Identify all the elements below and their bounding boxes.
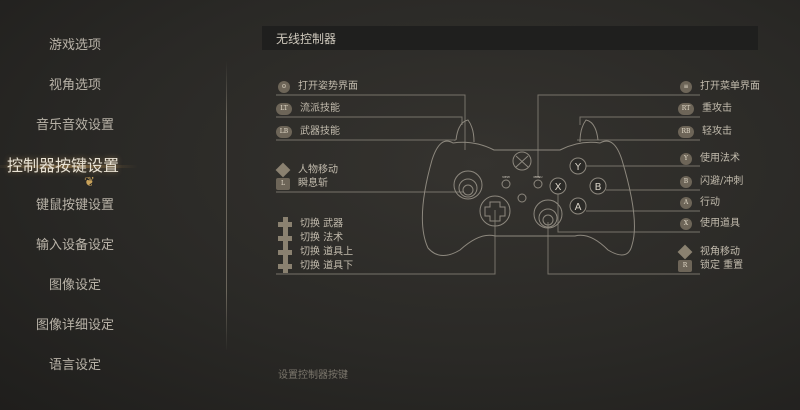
sidebar-item-game-options[interactable]: 游戏选项 [48, 38, 101, 53]
binding-light-attack[interactable]: RB 轻攻击 [678, 125, 732, 139]
binding-use-spell[interactable]: Y 使用法术 [680, 152, 740, 166]
dpad-left-icon [278, 231, 292, 245]
a-button-icon: A [680, 196, 692, 209]
connector-lines [276, 94, 700, 275]
binding-label: 切换 道具上 [300, 246, 354, 258]
x-button-icon: X [680, 217, 692, 230]
binding-school-skill[interactable]: LT 流派技能 [276, 102, 340, 116]
sidebar-item-graphics[interactable]: 图像设定 [48, 278, 101, 293]
section-title: 无线控制器 [276, 32, 337, 46]
binding-action[interactable]: A 行动 [680, 196, 720, 210]
binding-camera-move[interactable]: 视角移动 [677, 244, 740, 260]
binding-heavy-attack[interactable]: RT 重攻击 [678, 102, 732, 116]
controller-outline [421, 119, 635, 256]
x-button-label: X [555, 182, 562, 193]
binding-switch-weapon[interactable]: 切换 武器 [278, 217, 343, 231]
menu-button-icon: ≡ [680, 80, 692, 93]
rt-button-icon: RT [678, 102, 694, 115]
menu-label: MENU [534, 175, 543, 179]
binding-switch-spell[interactable]: 切换 法术 [278, 231, 343, 245]
sidebar-item-graphics-detail[interactable]: 图像详细设定 [35, 318, 114, 333]
binding-label: 使用道具 [700, 218, 740, 229]
sidebar-item-language[interactable]: 语言设定 [48, 358, 101, 373]
binding-label: 瞬息斩 [298, 178, 328, 189]
a-button-label: A [575, 202, 582, 213]
sidebar-item-input-device[interactable]: 输入设备设定 [35, 238, 114, 253]
footer-hint: 设置控制器按键 [278, 370, 348, 381]
dpad-down-icon [278, 259, 292, 273]
binding-dash-slash[interactable]: L 瞬息斩 [276, 177, 328, 191]
binding-item-up[interactable]: 切换 道具上 [278, 245, 353, 259]
binding-label: 切换 法术 [300, 232, 344, 244]
binding-weapon-skill[interactable]: LB 武器技能 [276, 125, 340, 139]
dpad-up-icon [278, 245, 292, 259]
sidebar-item-camera-options[interactable]: 视角选项 [48, 78, 101, 93]
binding-label: 切换 道具下 [300, 260, 354, 272]
binding-label: 重攻击 [702, 103, 732, 114]
y-button-icon: Y [680, 152, 692, 165]
binding-label: 视角移动 [700, 246, 740, 258]
xbox-logo-icon [512, 151, 532, 171]
binding-open-gesture[interactable]: ⊙ 打开姿势界面 [278, 80, 358, 94]
b-button-label: B [595, 182, 602, 193]
binding-move[interactable]: 人物移动 [275, 162, 338, 178]
binding-label: 打开菜单界面 [700, 81, 760, 92]
binding-label: 行动 [700, 197, 720, 208]
binding-label: 切换 武器 [300, 218, 344, 230]
dpad-right-icon [278, 217, 292, 231]
feather-cursor-icon: ❦ [84, 175, 95, 190]
sidebar-item-audio-settings[interactable]: 音乐音效设置 [35, 118, 114, 133]
left-stick-icon [275, 162, 291, 178]
lt-button-icon: LT [276, 102, 292, 115]
binding-use-item[interactable]: X 使用道具 [680, 217, 740, 231]
binding-lock-reset[interactable]: R 锁定 重置 [678, 259, 743, 273]
left-stick-press-icon: L [276, 177, 290, 190]
sidebar-divider [226, 60, 227, 350]
face-buttons: Y X B A VIEW MENU [502, 157, 607, 215]
y-button-label: Y [574, 162, 582, 173]
binding-label: 使用法术 [700, 153, 740, 164]
binding-label: 人物移动 [298, 164, 338, 176]
rb-button-icon: RB [678, 125, 694, 138]
right-stick-icon [677, 244, 693, 260]
binding-label: 锁定 重置 [700, 260, 744, 271]
section-header: 无线控制器 [262, 26, 758, 50]
sidebar-item-keyboard-mouse[interactable]: 键鼠按键设置 [35, 198, 114, 213]
binding-open-menu[interactable]: ≡ 打开菜单界面 [680, 80, 760, 94]
binding-item-down[interactable]: 切换 道具下 [278, 259, 353, 273]
right-stick-press-icon: R [678, 259, 692, 272]
binding-label: 流派技能 [300, 103, 340, 114]
binding-label: 轻攻击 [702, 126, 732, 137]
view-label: VIEW [502, 175, 510, 179]
binding-dodge[interactable]: B 闪避/冲刺 [680, 175, 743, 189]
b-button-icon: B [680, 175, 692, 188]
binding-label: 闪避/冲刺 [700, 176, 744, 187]
lb-button-icon: LB [276, 125, 292, 138]
view-button-icon: ⊙ [278, 80, 290, 93]
binding-label: 打开姿势界面 [298, 81, 358, 92]
sidebar-item-controller-settings[interactable]: 控制器按键设置 [0, 152, 138, 176]
binding-label: 武器技能 [300, 126, 340, 137]
